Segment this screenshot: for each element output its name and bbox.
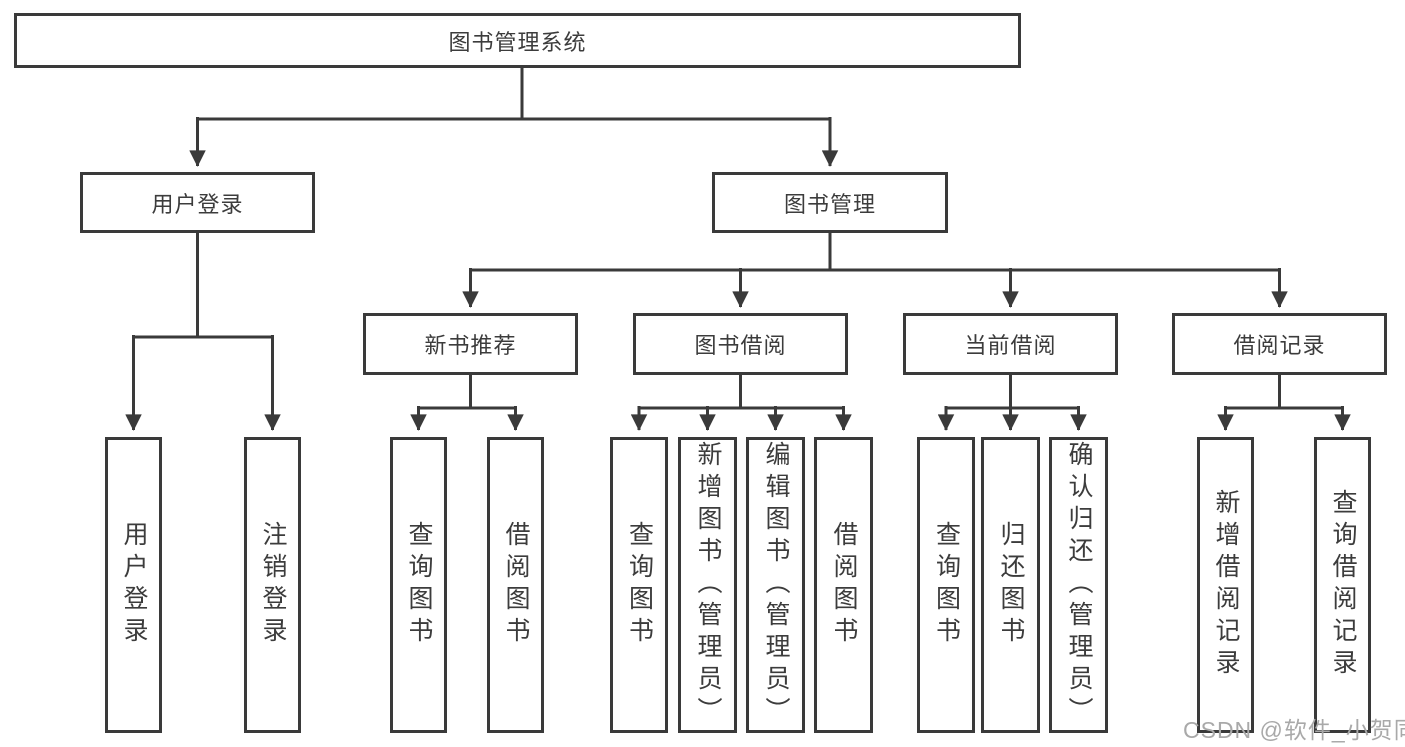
- leaf-query-books-current: 查询图书: [917, 437, 975, 733]
- node-label: 用户登录: [151, 191, 244, 217]
- node-label: 借阅图书: [502, 521, 530, 649]
- node-label: 查询借阅记录: [1329, 489, 1357, 681]
- node-label: 查询图书: [932, 521, 961, 649]
- node-label: 新增图书（管理员）: [694, 441, 722, 729]
- leaf-borrow-books-recommend: 借阅图书: [487, 437, 544, 733]
- node-label: 新增借阅记录: [1212, 489, 1240, 681]
- node-current-borrowing: 当前借阅: [903, 313, 1118, 375]
- leaf-query-borrow-record: 查询借阅记录: [1314, 437, 1371, 733]
- csdn-watermark: CSDN @软件_小贺同学: [1183, 717, 1405, 743]
- node-book-management: 图书管理: [712, 172, 948, 233]
- leaf-edit-books-admin: 编辑图书（管理员）: [746, 437, 805, 733]
- node-user-login: 用户登录: [80, 172, 315, 233]
- leaf-confirm-return-admin: 确认归还（管理员）: [1049, 437, 1108, 733]
- node-label: 当前借阅: [964, 333, 1057, 358]
- leaf-query-books-borrowing: 查询图书: [610, 437, 668, 733]
- node-label: 借阅记录: [1233, 333, 1326, 358]
- node-new-book-recommend: 新书推荐: [363, 313, 578, 375]
- node-label: 图书管理: [783, 191, 876, 217]
- leaf-borrow-books: 借阅图书: [814, 437, 873, 733]
- leaf-add-books-admin: 新增图书（管理员）: [678, 437, 737, 733]
- node-root-library-system: 图书管理系统: [14, 13, 1021, 68]
- node-label: 借阅图书: [830, 521, 858, 649]
- node-label: 新书推荐: [424, 333, 517, 358]
- leaf-return-books: 归还图书: [981, 437, 1040, 733]
- node-label: 注销登录: [259, 521, 287, 649]
- node-label: 图书管理系统: [448, 29, 587, 55]
- node-label: 编辑图书（管理员）: [762, 441, 790, 729]
- node-book-borrowing: 图书借阅: [633, 313, 848, 375]
- node-label: 归还图书: [997, 521, 1025, 649]
- node-label: 用户登录: [120, 521, 148, 649]
- node-label: 查询图书: [405, 521, 433, 649]
- leaf-query-books-recommend: 查询图书: [390, 437, 447, 733]
- node-borrowing-records: 借阅记录: [1172, 313, 1387, 375]
- leaf-user-login: 用户登录: [105, 437, 162, 733]
- node-label: 确认归还（管理员）: [1065, 441, 1093, 729]
- node-label: 图书借阅: [694, 333, 787, 358]
- node-label: 查询图书: [625, 521, 654, 649]
- leaf-logout: 注销登录: [244, 437, 301, 733]
- leaf-add-borrow-record: 新增借阅记录: [1197, 437, 1254, 733]
